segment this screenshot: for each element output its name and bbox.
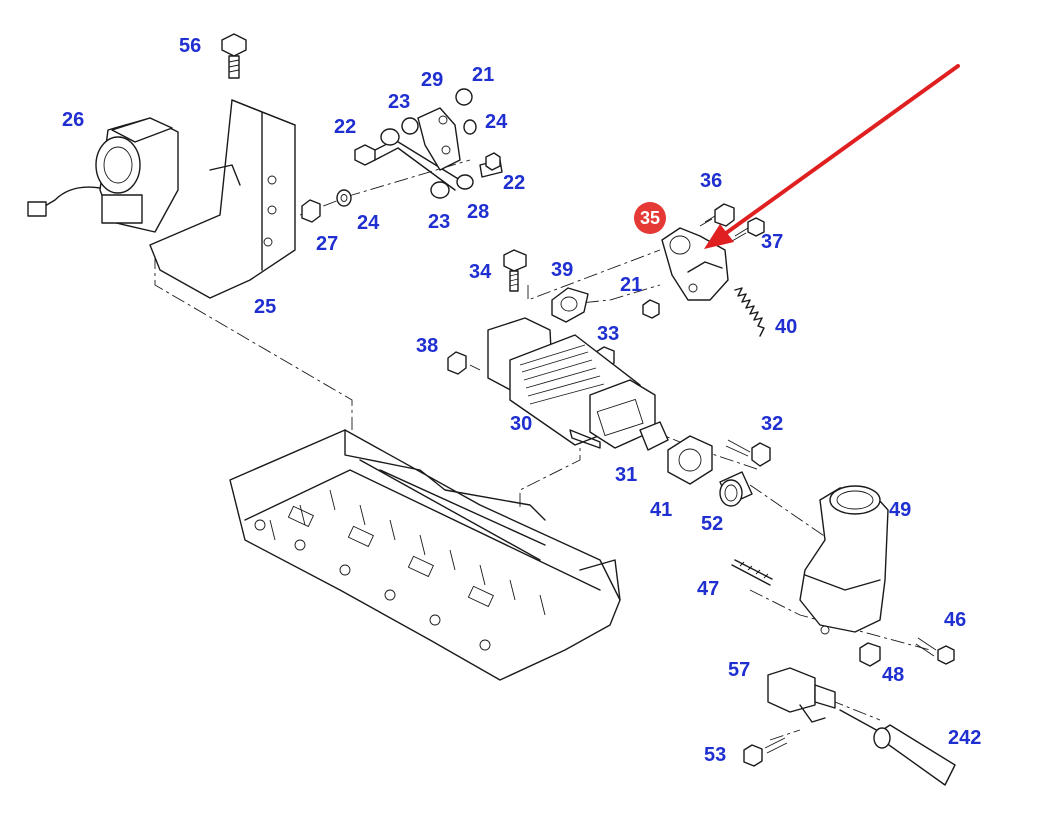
callout-34: 34 — [469, 261, 492, 283]
callout-23a: 23 — [388, 91, 410, 113]
callout-36: 36 — [700, 170, 722, 192]
washer-24 — [336, 189, 352, 207]
flange-41 — [667, 435, 713, 485]
callout-26: 26 — [62, 109, 84, 131]
egr-cooler-30 — [487, 317, 656, 449]
callout-24a: 24 — [485, 111, 508, 133]
bolt-53 — [743, 737, 788, 767]
bolt-37 — [731, 217, 765, 242]
badge-label: 35 — [640, 208, 660, 228]
callout-labels: 56 26 25 27 22 23 29 21 24 22 24 23 28 3… — [62, 35, 981, 766]
sleeve-52 — [719, 471, 753, 507]
bolt-34 — [503, 249, 527, 292]
callout-40: 40 — [775, 316, 797, 338]
callout-23b: 23 — [428, 211, 450, 233]
actuator-26 — [27, 117, 179, 233]
callout-22a: 22 — [334, 116, 356, 138]
bolt-56 — [221, 33, 247, 79]
callout-24b: 24 — [357, 212, 380, 234]
callout-56: 56 — [179, 35, 201, 57]
callout-57: 57 — [728, 659, 750, 681]
pointer-arrow — [704, 64, 960, 249]
callout-46: 46 — [944, 609, 966, 631]
callout-32: 32 — [761, 413, 783, 435]
callout-49: 49 — [889, 499, 911, 521]
callout-29: 29 — [421, 69, 443, 91]
callout-37: 37 — [761, 231, 783, 253]
nut-21 — [642, 299, 660, 319]
badge-circle — [634, 202, 666, 234]
callout-242: 242 — [948, 727, 981, 749]
callout-52: 52 — [701, 513, 723, 535]
bracket-25 — [149, 99, 296, 299]
spring-40 — [734, 287, 765, 337]
sealant-tube-242 — [839, 709, 956, 786]
elbow-pipe-49 — [799, 485, 889, 635]
highlight-badge: 35 — [634, 202, 666, 234]
callout-25: 25 — [254, 296, 276, 318]
sensor-57 — [767, 667, 836, 723]
callout-38: 38 — [416, 335, 438, 357]
gasket-39 — [551, 287, 589, 323]
callout-47: 47 — [697, 578, 719, 600]
stud-47 — [731, 559, 773, 586]
callout-31: 31 — [615, 464, 637, 486]
cylinder-head — [229, 429, 621, 681]
bolt-32 — [725, 439, 771, 467]
callout-41: 41 — [650, 499, 672, 521]
callout-48: 48 — [882, 664, 904, 686]
bolt-46 — [915, 637, 955, 665]
callout-39: 39 — [551, 259, 573, 281]
callout-33: 33 — [597, 323, 619, 345]
callout-21b: 21 — [620, 274, 642, 296]
gasket-31 — [639, 421, 669, 451]
nut-38 — [447, 351, 467, 375]
callout-22b: 22 — [503, 172, 525, 194]
callout-21a: 21 — [472, 64, 494, 86]
bolt-36 — [699, 203, 735, 227]
callout-27: 27 — [316, 233, 338, 255]
nut-27 — [301, 199, 321, 223]
callout-30: 30 — [510, 413, 532, 435]
callout-53: 53 — [704, 744, 726, 766]
nut-48 — [859, 642, 881, 667]
linkage-assembly — [354, 88, 503, 199]
callout-28: 28 — [467, 201, 489, 223]
